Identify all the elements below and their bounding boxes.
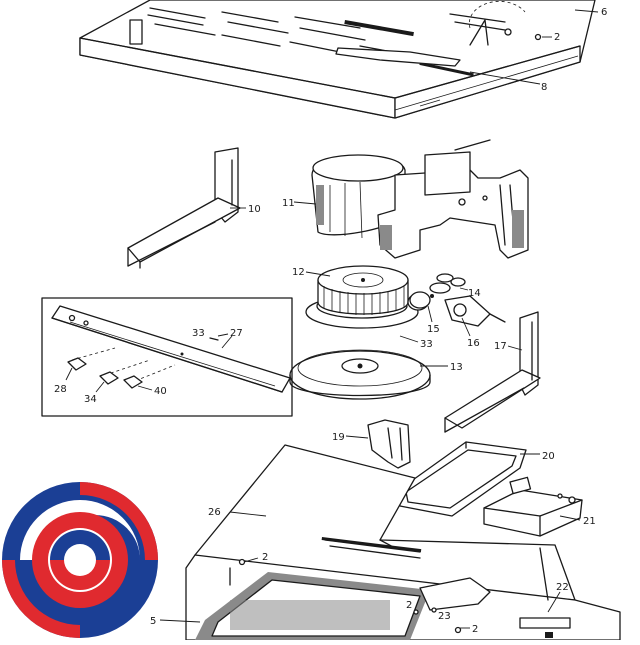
callout-10: 10 — [248, 204, 261, 215]
callout-22: 22 — [556, 582, 569, 593]
bottom-panel-part — [185, 444, 621, 641]
callout-19: 19 — [332, 432, 345, 443]
left-bracket-part — [127, 147, 241, 269]
blower-housing-part — [311, 139, 529, 259]
light-housing-part — [483, 476, 583, 537]
callout-2-vent: 2 — [406, 600, 412, 611]
callout-11: 11 — [282, 198, 295, 209]
right-bracket-part — [444, 311, 541, 433]
callout-2-panel: 2 — [262, 552, 268, 563]
callout-34: 34 — [84, 394, 97, 405]
callout-40: 40 — [154, 386, 167, 397]
filter-frame-part — [395, 441, 527, 517]
callout-8: 8 — [541, 82, 547, 93]
blower-wheel-part — [305, 265, 429, 329]
callout-20: 20 — [542, 451, 555, 462]
callout-2-bottom: 2 — [472, 624, 478, 635]
callout-28: 28 — [54, 384, 67, 395]
callout-27: 27 — [230, 328, 243, 339]
callout-33-inset: 33 — [192, 328, 205, 339]
callout-13: 13 — [450, 362, 463, 373]
callout-14: 14 — [468, 288, 481, 299]
callout-21: 21 — [583, 516, 596, 527]
lamp-socket-parts — [409, 273, 506, 327]
callout-5: 5 — [150, 616, 156, 627]
callout-16: 16 — [467, 338, 480, 349]
callout-2-top: 2 — [554, 32, 560, 43]
control-panel-inset — [41, 297, 293, 417]
callout-12: 12 — [292, 267, 305, 278]
callout-26: 26 — [208, 507, 221, 518]
blower-base-plate-part — [289, 349, 431, 400]
brand-swirl-logo — [2, 482, 158, 638]
deflector-part — [367, 419, 411, 469]
callout-15: 15 — [427, 324, 440, 335]
callout-6: 6 — [601, 7, 607, 18]
hood-canopy-part — [79, 0, 596, 119]
callout-23: 23 — [438, 611, 451, 622]
callout-33-blower: 33 — [420, 339, 433, 350]
callout-17: 17 — [494, 341, 507, 352]
